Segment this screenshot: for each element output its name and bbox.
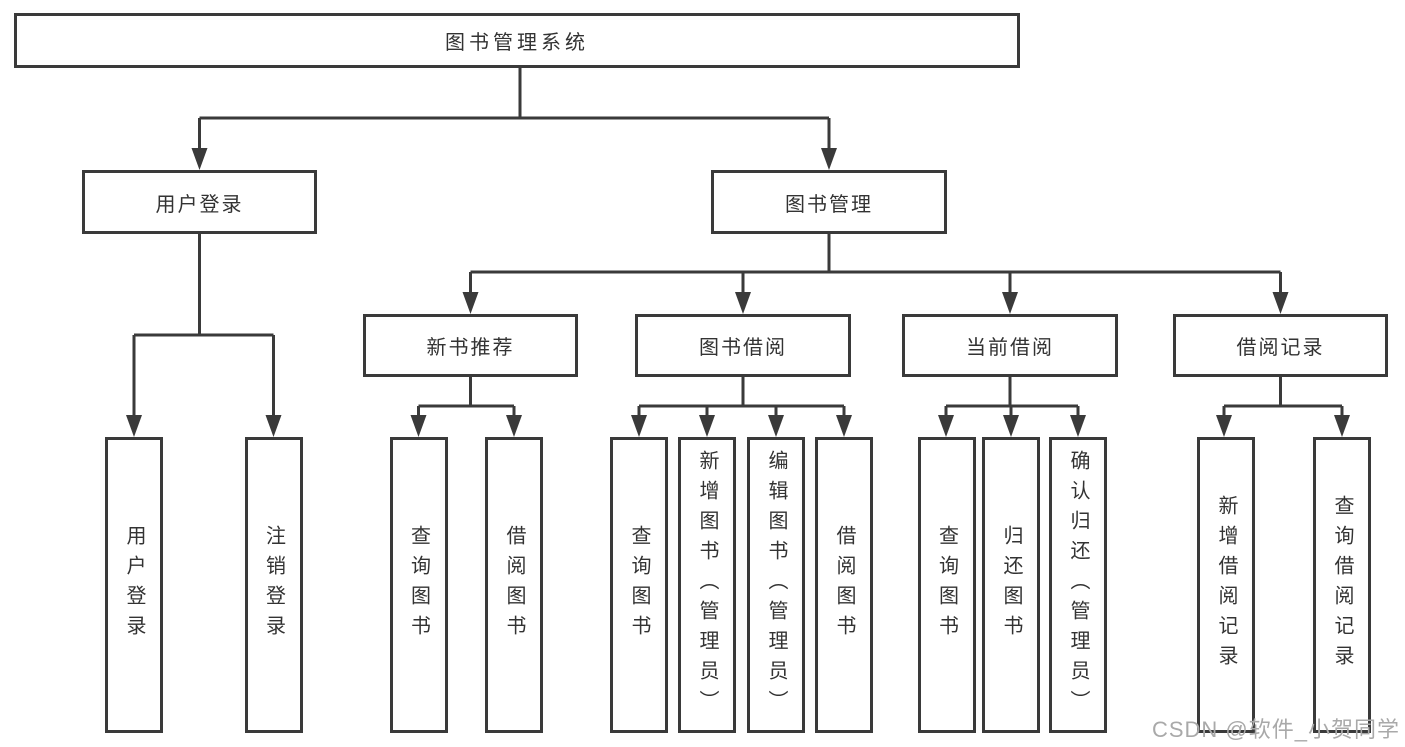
node-return-books: 归还图书 (982, 437, 1040, 733)
connector-borrow-records (1222, 377, 1344, 417)
node-new-book-recommend: 新书推荐 (363, 314, 578, 377)
node-label: 查询借阅记录 (1331, 495, 1353, 675)
node-label: 确认归还（管理员） (1067, 450, 1089, 720)
node-label: 注销登录 (262, 525, 285, 645)
node-query-books-recommend: 查询图书 (389, 437, 448, 733)
node-query-books-borrow: 查询图书 (610, 437, 668, 733)
node-borrow-records: 借阅记录 (1173, 314, 1388, 377)
node-confirm-return-admin: 确认归还（管理员） (1049, 437, 1107, 733)
node-borrow-books-recommend: 借阅图书 (485, 437, 543, 733)
node-edit-book-admin: 编辑图书（管理员） (747, 437, 805, 733)
node-book-borrow: 图书借阅 (635, 314, 851, 377)
node-label: 借阅图书 (833, 525, 855, 645)
connector-user-login (132, 234, 275, 417)
node-label: 编辑图书（管理员） (765, 450, 787, 720)
node-query-borrow-record: 查询借阅记录 (1313, 437, 1371, 733)
node-add-borrow-record: 新增借阅记录 (1197, 437, 1255, 733)
connector-current-borrow (944, 377, 1080, 417)
node-label: 借阅记录 (1236, 337, 1325, 359)
connector-new-book-recommend (417, 377, 516, 417)
node-user-login: 用户登录 (82, 170, 317, 234)
node-add-book-admin: 新增图书（管理员） (678, 437, 736, 733)
csdn-watermark: CSDN @软件_小贺同学 (1151, 717, 1400, 742)
node-label: 查询图书 (407, 525, 430, 645)
node-label: 图书借阅 (699, 337, 787, 359)
node-label: 归还图书 (1000, 525, 1022, 645)
node-borrow-books-borrow: 借阅图书 (815, 437, 873, 733)
connector-book-management (469, 234, 1282, 294)
node-label: 用户登录 (123, 525, 145, 645)
node-root: 图书管理系统 (14, 13, 1020, 68)
node-label: 查询图书 (935, 525, 958, 645)
connector-root (198, 68, 831, 150)
node-query-books-current: 查询图书 (917, 437, 976, 733)
node-user-login-action: 用户登录 (105, 437, 163, 733)
node-label: 新增借阅记录 (1215, 495, 1237, 675)
node-logout-action: 注销登录 (244, 437, 303, 733)
node-book-management: 图书管理 (711, 170, 947, 234)
node-current-borrow: 当前借阅 (902, 314, 1118, 377)
node-label: 新增图书（管理员） (696, 450, 718, 720)
node-label: 当前借阅 (966, 337, 1054, 359)
node-label: 借阅图书 (503, 525, 525, 645)
node-label: 新书推荐 (426, 337, 515, 359)
node-label: 查询图书 (628, 525, 650, 645)
node-label: 图书管理 (785, 193, 873, 216)
connector-book-borrow (637, 377, 846, 417)
node-label: 图书管理系统 (445, 32, 589, 54)
arrowheads (126, 148, 1350, 437)
node-label: 用户登录 (155, 193, 244, 216)
